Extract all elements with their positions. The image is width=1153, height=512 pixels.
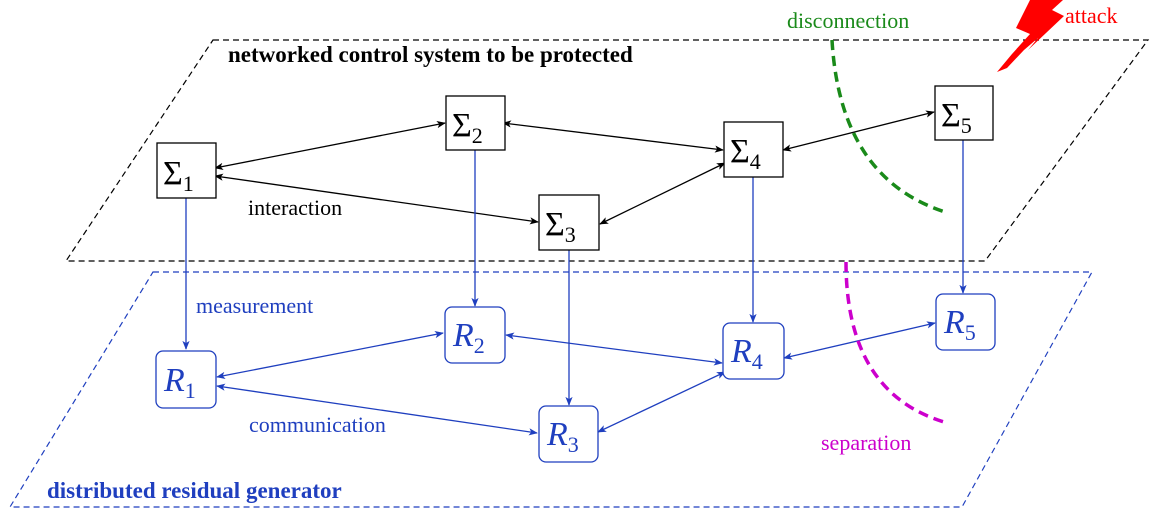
- residual-index: 1: [185, 378, 196, 403]
- subsystem-box: [723, 121, 784, 178]
- svg-text:Σ4: Σ4: [730, 133, 761, 174]
- subsystem-index: 5: [961, 113, 972, 138]
- svg-text:Σ1: Σ1: [163, 155, 194, 196]
- subsystem-index: 1: [183, 171, 194, 196]
- edge-s4-s5: [782, 110, 935, 152]
- separation-curve: [844, 261, 945, 424]
- subsystem-node-2: Σ2: [445, 95, 506, 151]
- interaction-edges: [214, 110, 935, 225]
- residual-index: 4: [752, 349, 763, 374]
- subsystem-box: [445, 95, 506, 151]
- edge-s2-s4: [502, 120, 724, 153]
- subsystem-node-3: Σ3: [538, 194, 600, 251]
- subsystem-box: [538, 194, 600, 251]
- comm-r1-r3: [216, 383, 538, 436]
- top-plane: [64, 39, 1150, 262]
- comm-r3-r4: [597, 371, 726, 433]
- svg-text:Σ5: Σ5: [941, 97, 972, 138]
- subsystem-box: [934, 85, 994, 141]
- residual-box: [935, 293, 996, 351]
- residual-node-4: R4: [722, 322, 785, 380]
- residual-node-5: R5: [935, 293, 996, 351]
- subsystem-index: 3: [565, 222, 576, 247]
- subsystem-symbol: Σ: [545, 206, 565, 243]
- residual-node-2: R2: [444, 306, 506, 364]
- bottom-plane-title: distributed residual generator: [47, 478, 342, 503]
- comm-r2-r4: [505, 332, 723, 366]
- comm-r1-r2: [216, 331, 444, 379]
- subsystem-symbol: Σ: [941, 97, 961, 134]
- residual-symbol: R: [546, 416, 568, 453]
- disconnection-curve: [830, 39, 946, 214]
- subsystem-symbol: Σ: [163, 155, 183, 192]
- edge-s3-s4: [599, 162, 726, 225]
- residual-box: [538, 405, 599, 463]
- residual-index: 2: [474, 333, 485, 358]
- subsystem-node-4: Σ4: [723, 121, 784, 178]
- svg-text:R4: R4: [730, 333, 763, 374]
- subsystem-node-1: Σ1: [156, 142, 217, 199]
- svg-text:R3: R3: [546, 416, 579, 457]
- svg-text:Σ2: Σ2: [452, 107, 483, 148]
- residual-box: [444, 306, 506, 364]
- svg-text:R1: R1: [163, 362, 196, 403]
- measurement-label: measurement: [196, 293, 313, 318]
- residual-symbol: R: [163, 362, 185, 399]
- edge-s1-s3: [214, 173, 539, 225]
- residual-node-1: R1: [155, 350, 217, 409]
- top-plane-title: networked control system to be protected: [228, 42, 633, 67]
- subsystem-symbol: Σ: [730, 133, 750, 170]
- residual-box: [722, 322, 785, 380]
- lightning-bolt-icon: [997, 0, 1064, 72]
- bottom-plane: [8, 271, 1094, 508]
- svg-text:R5: R5: [943, 304, 976, 345]
- svg-text:Σ3: Σ3: [545, 206, 576, 247]
- subsystem-index: 4: [750, 149, 761, 174]
- communication-edges: [216, 321, 936, 436]
- residual-box: [155, 350, 217, 409]
- subsystem-index: 2: [472, 123, 483, 148]
- residual-symbol: R: [943, 304, 965, 341]
- residual-symbol: R: [730, 333, 752, 370]
- subsystem-box: [156, 142, 217, 199]
- residual-index: 5: [965, 320, 976, 345]
- edge-s1-s2: [214, 121, 446, 170]
- attack-label: attack: [1065, 3, 1118, 28]
- disconnection-label: disconnection: [787, 8, 909, 33]
- residual-index: 3: [568, 432, 579, 457]
- communication-label: communication: [249, 412, 386, 437]
- subsystem-node-5: Σ5: [934, 85, 994, 141]
- svg-text:R2: R2: [452, 317, 485, 358]
- subsystem-symbol: Σ: [452, 107, 472, 144]
- residual-node-3: R3: [538, 405, 599, 463]
- measurement-edges: [182, 140, 967, 406]
- residual-symbol: R: [452, 317, 474, 354]
- separation-label: separation: [821, 430, 911, 455]
- interaction-label: interaction: [248, 195, 342, 220]
